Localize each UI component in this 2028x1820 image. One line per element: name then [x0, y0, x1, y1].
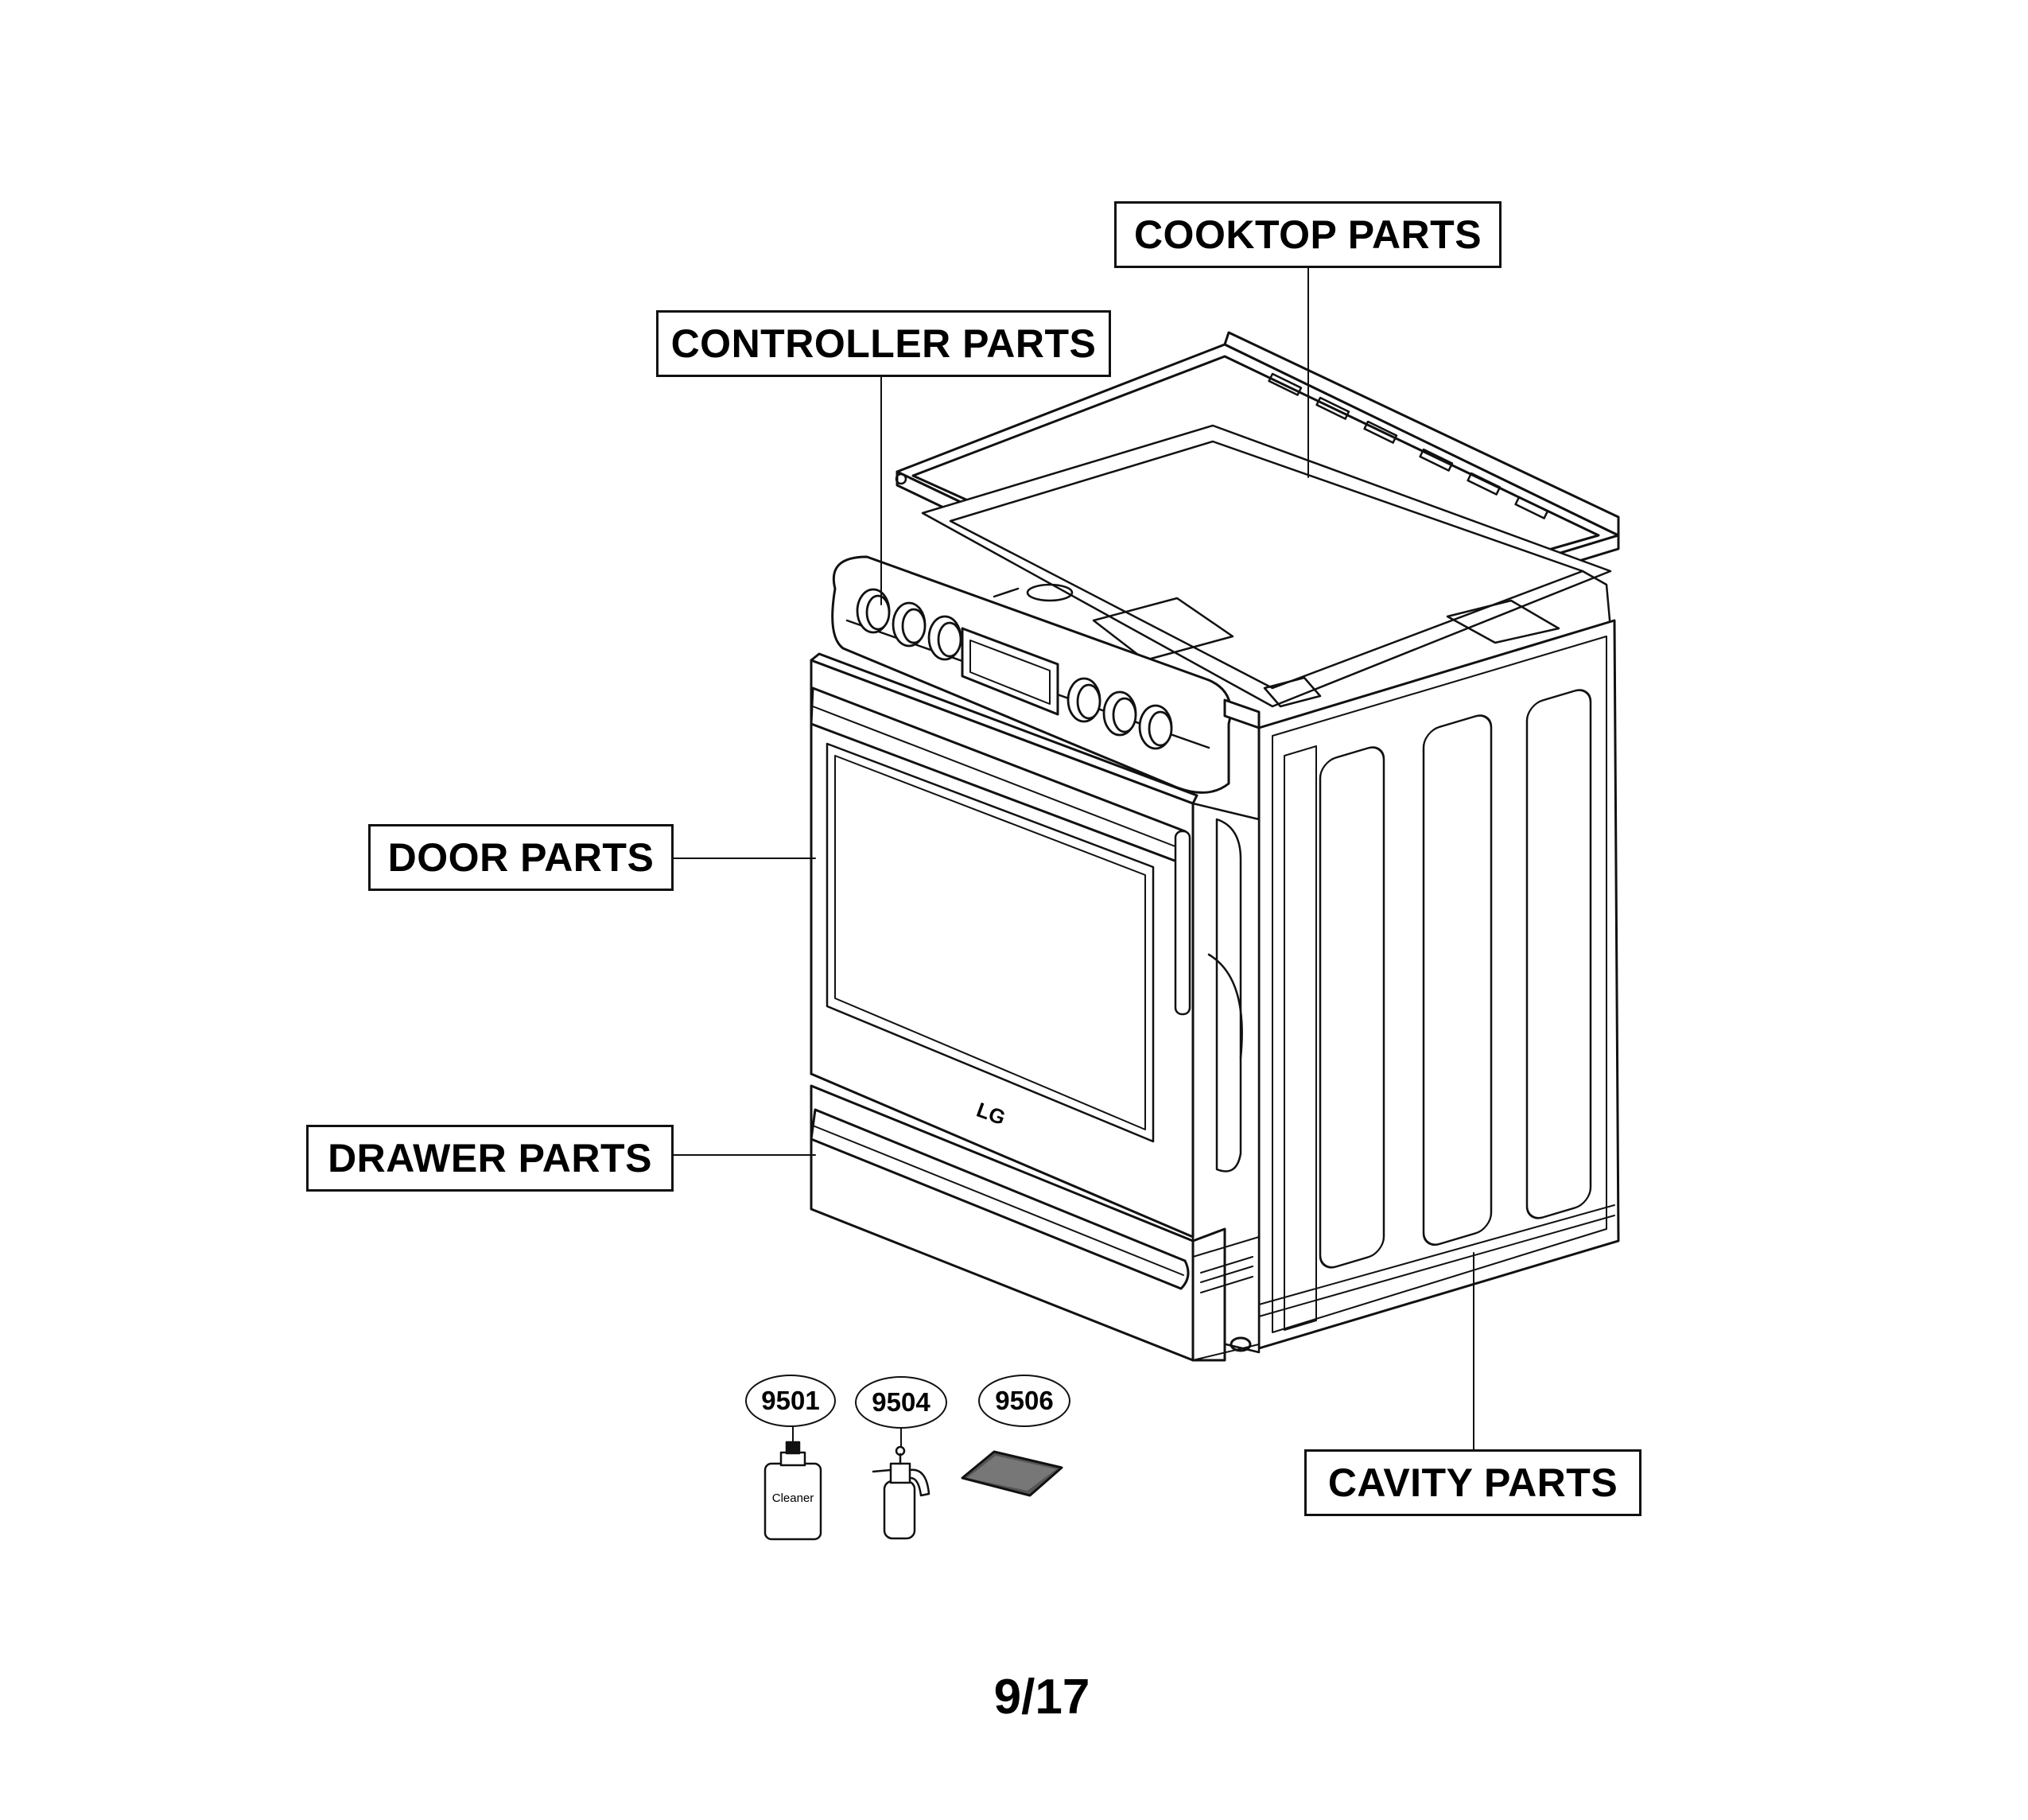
scrub-pad-illustration — [961, 1450, 1063, 1497]
sprayer-illustration — [872, 1445, 930, 1540]
oven-door-illustration — [810, 652, 1199, 1239]
control-panel-illustration — [831, 555, 1232, 794]
leader-lines — [671, 266, 1474, 1468]
drawer-parts-label[interactable]: DRAWER PARTS — [306, 1125, 674, 1192]
drawer-illustration — [810, 1084, 1260, 1362]
door-parts-label[interactable]: DOOR PARTS — [368, 824, 674, 891]
page-number: 9/17 — [993, 1670, 1090, 1725]
part-number-9501[interactable]: 9501 — [745, 1375, 836, 1427]
cooktop-parts-label[interactable]: COOKTOP PARTS — [1114, 201, 1502, 268]
part-number-9506[interactable]: 9506 — [978, 1375, 1070, 1427]
part-number-9504[interactable]: 9504 — [855, 1376, 947, 1429]
controller-parts-label[interactable]: CONTROLLER PARTS — [656, 310, 1111, 377]
cleaner-bottle-illustration — [763, 1441, 822, 1541]
cavity-parts-label[interactable]: CAVITY PARTS — [1304, 1449, 1641, 1516]
cavity-side-illustration — [1223, 619, 1620, 1350]
cleaner-bottle-label: Cleaner — [771, 1491, 814, 1505]
